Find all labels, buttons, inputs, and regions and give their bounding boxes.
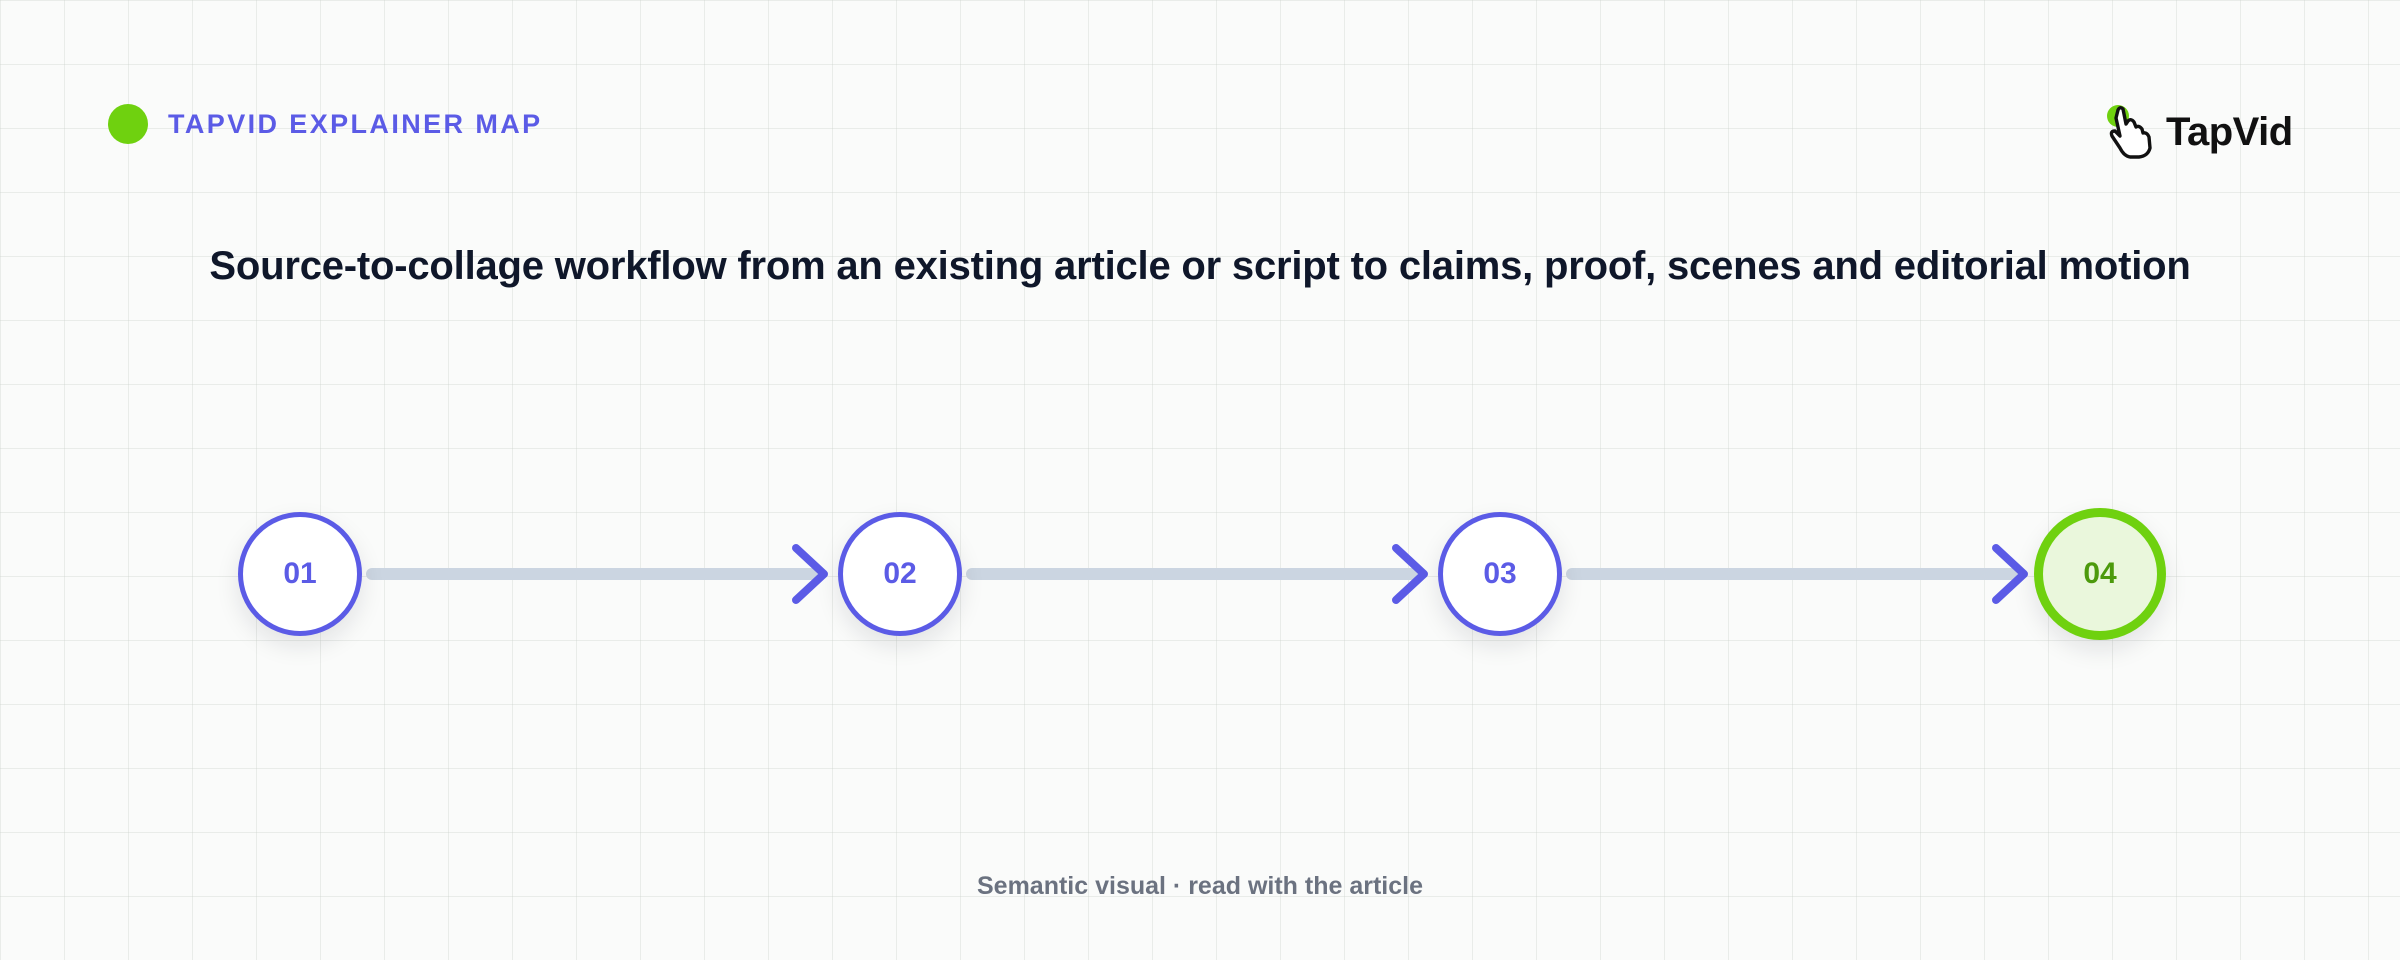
eyebrow: TAPVID EXPLAINER MAP [108, 104, 543, 144]
logo-wordmark: TapVid [2166, 109, 2293, 154]
step-label: 03 [1483, 557, 1517, 590]
step-label: 01 [283, 557, 317, 590]
flow-connectors [366, 544, 2028, 604]
step-node-03: 03 [1438, 512, 1562, 636]
arrowhead-icon [1392, 544, 1428, 604]
eyebrow-label: TAPVID EXPLAINER MAP [168, 108, 543, 139]
footer-note: Semantic visual · read with the article [977, 872, 1423, 900]
arrowhead-icon [1992, 544, 2028, 604]
workflow-flow: 01 02 03 04 [0, 480, 2400, 670]
step-label: 02 [883, 557, 917, 590]
step-node-02: 02 [838, 512, 962, 636]
pointer-hand-icon [2104, 100, 2164, 164]
step-node-04: 04 [2034, 508, 2166, 640]
eyebrow-dot [108, 104, 148, 144]
tapvid-logo: TapVid [2104, 100, 2293, 164]
headline: Source-to-collage workflow from an exist… [209, 244, 2191, 288]
step-node-01: 01 [238, 512, 362, 636]
step-label: 04 [2083, 557, 2117, 590]
arrowhead-icon [792, 544, 828, 604]
